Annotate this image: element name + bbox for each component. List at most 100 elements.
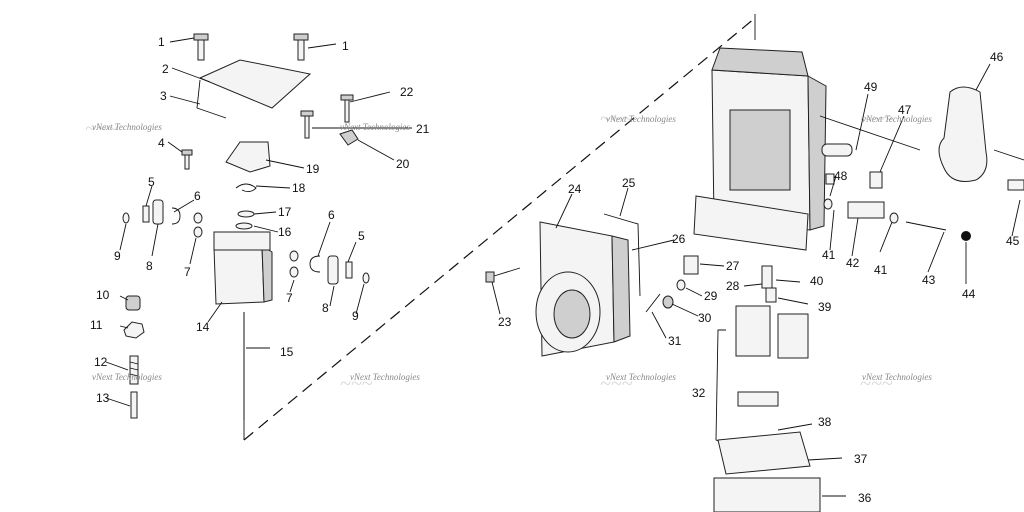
clip-6b xyxy=(309,255,321,273)
screw-1a xyxy=(193,33,209,61)
part-number-label: 4 xyxy=(158,136,165,150)
watermark-label: vNext Technologies xyxy=(862,114,932,124)
washer-9 xyxy=(122,212,130,224)
part-number-label: 28 xyxy=(726,279,740,293)
watermark-label: vNext Technologies xyxy=(606,372,676,382)
nut-11 xyxy=(123,321,145,339)
part-number-label: 8 xyxy=(322,301,329,315)
part-number-label: 15 xyxy=(280,345,294,359)
float-32b xyxy=(777,313,809,359)
watermark-shadow: ~~~ xyxy=(85,118,118,140)
float-arm xyxy=(737,391,779,407)
main-body-side xyxy=(807,75,827,231)
part-number-label: 13 xyxy=(96,391,110,405)
link-8 xyxy=(152,199,164,225)
part-number-label: 27 xyxy=(726,259,740,273)
pilot-jet-group xyxy=(123,295,145,419)
screw-1b xyxy=(293,33,309,61)
washer-41b xyxy=(889,212,899,224)
leader-lines xyxy=(105,37,1021,497)
fitting-49 xyxy=(821,143,853,157)
screw-13 xyxy=(130,391,138,419)
coil xyxy=(129,373,139,377)
part-number-label: 7 xyxy=(286,291,293,305)
watermark-label: vNext Technologies xyxy=(92,372,162,382)
pin-31 xyxy=(645,293,661,313)
cover-assembly xyxy=(181,33,359,193)
watermark-layer: ~~~ ~~~ ~~~ ~~~ ~~~ ~~~ xyxy=(85,108,893,395)
watermark-label: vNext Technologies xyxy=(350,372,420,382)
part-number-label: 30 xyxy=(698,311,712,325)
washer-29 xyxy=(676,279,686,291)
part-number-label: 46 xyxy=(990,50,1004,64)
part-number-label: 6 xyxy=(194,189,201,203)
float-32a xyxy=(735,305,771,357)
screw-22 xyxy=(340,94,354,123)
part-number-label: 11 xyxy=(90,318,103,332)
jet-39 xyxy=(765,287,777,303)
screw-4 xyxy=(181,149,193,170)
part-number-label: 31 xyxy=(668,334,682,348)
spacer-16 xyxy=(235,222,253,230)
coil xyxy=(129,361,139,365)
washer-5b xyxy=(345,261,353,279)
part-number-label: 18 xyxy=(292,181,306,195)
gasket-37 xyxy=(717,431,811,475)
part-number-label: 21 xyxy=(416,122,430,136)
part-number-label: 17 xyxy=(278,205,292,219)
throat-24-inner xyxy=(553,289,591,339)
part-number-label: 24 xyxy=(568,182,582,196)
roller-7a xyxy=(193,212,203,224)
cover-gasket xyxy=(196,79,227,119)
part-number-label: 1 xyxy=(342,39,349,53)
clip-6 xyxy=(171,207,181,225)
cap-47 xyxy=(869,171,883,189)
part-number-label: 9 xyxy=(114,249,121,263)
link-8b xyxy=(327,255,339,285)
part-number-label: 41 xyxy=(874,263,888,277)
part-number-label: 20 xyxy=(396,157,410,171)
part-number-label: 26 xyxy=(672,232,686,246)
part-number-label: 19 xyxy=(306,162,320,176)
slide-14-side xyxy=(261,245,273,303)
spring-27 xyxy=(683,255,699,275)
part-number-label: 10 xyxy=(96,288,110,302)
screw-23 xyxy=(485,267,521,283)
part-number-label: 49 xyxy=(864,80,878,94)
spring-42 xyxy=(847,201,885,219)
part-number-label: 25 xyxy=(622,176,636,190)
part-number-label: 42 xyxy=(846,256,860,270)
main-body-window xyxy=(729,109,791,191)
roller-7c xyxy=(289,250,299,262)
part-number-label: 5 xyxy=(358,229,365,243)
part-number-label: 47 xyxy=(898,103,912,117)
needle-43 xyxy=(905,221,947,231)
clip-17 xyxy=(237,210,255,218)
part-number-label: 29 xyxy=(704,289,718,303)
watermark-shadow: ~~~ xyxy=(860,373,893,395)
ball-44 xyxy=(961,231,971,241)
roller-7b xyxy=(193,226,203,238)
watermark-shadow: ~~~ xyxy=(860,108,893,130)
nut-20 xyxy=(339,129,359,146)
washer-5 xyxy=(142,205,150,223)
jet-40 xyxy=(761,265,773,289)
slide-assembly xyxy=(122,199,370,420)
watermark-shadow: ~~~ xyxy=(340,373,373,395)
part-number-label: 43 xyxy=(922,273,936,287)
brace-32 xyxy=(715,329,727,445)
part-number-label: 41 xyxy=(822,248,836,262)
slide-14 xyxy=(213,245,265,305)
part-number-label: 5 xyxy=(148,175,155,189)
main-body-base xyxy=(693,195,809,251)
part-number-label: 45 xyxy=(1006,234,1020,248)
part-number-label: 48 xyxy=(834,169,848,183)
part-number-label: 32 xyxy=(692,386,706,400)
watermark-label: vNext Technologies xyxy=(340,122,410,132)
coil xyxy=(129,367,139,371)
watermark-labels: vNext Technologies vNext Technologies vN… xyxy=(92,114,932,382)
part-number-label: 8 xyxy=(146,259,153,273)
dashed-alignment-line xyxy=(243,17,756,441)
washer-9b xyxy=(362,272,370,284)
